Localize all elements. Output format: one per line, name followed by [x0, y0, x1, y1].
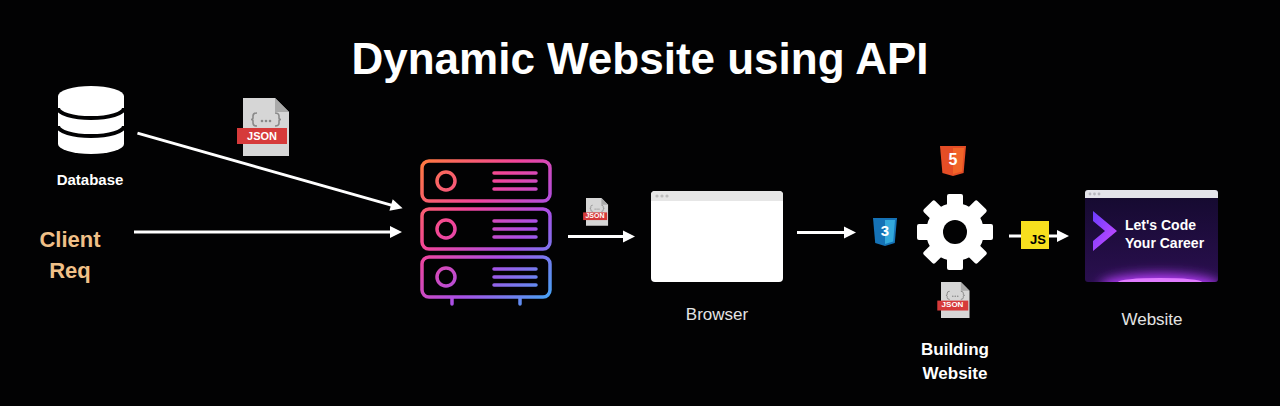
gear-icon-part — [943, 220, 967, 244]
css3-logo-part — [873, 218, 897, 246]
gear-icon-part — [966, 199, 987, 220]
json-file-icon — [937, 282, 969, 318]
json-file-icon — [237, 98, 289, 156]
text-slot: Database — [40, 170, 140, 190]
website-screenshot — [1085, 190, 1220, 298]
gear-icon-part — [979, 224, 993, 240]
node-label: Website — [1078, 309, 1226, 331]
arrow-connector — [797, 227, 856, 239]
build-step-node: Building Website — [868, 145, 1042, 393]
label-slot: JSON — [237, 128, 287, 144]
gear-icon-part — [922, 199, 943, 220]
browser-window-part — [665, 194, 668, 197]
database-icon-part — [58, 86, 124, 154]
node-label: Building Website — [900, 338, 1010, 386]
screen-headline: Let's Code Your Career — [1125, 216, 1213, 252]
arrowhead — [1057, 230, 1069, 242]
gear-icon — [917, 194, 993, 270]
website-screenshot-part — [1098, 193, 1101, 196]
website-screenshot-part — [1093, 193, 1096, 196]
text-slot: Building Website — [900, 338, 1010, 386]
gear-icon-part — [966, 243, 987, 264]
html5-logo — [940, 146, 966, 176]
browser-window-part — [651, 191, 783, 282]
server-icon-part — [494, 173, 536, 285]
label-slot: JS — [1021, 232, 1046, 248]
database-icon — [58, 86, 124, 154]
website-screenshot-part — [1093, 211, 1117, 251]
text-slot: Let's Code Your Career — [1125, 216, 1213, 252]
browser-window-part — [655, 194, 658, 197]
browser-node: Browser — [640, 188, 794, 330]
logo-mark: 3 — [873, 220, 897, 242]
website-node: Let's Code Your CareerWebsite — [1078, 186, 1226, 335]
server-icon-part — [452, 298, 520, 304]
text-slot: Client Req — [30, 224, 110, 286]
client-request-node: Client Req — [20, 224, 120, 290]
website-screenshot-part — [1085, 190, 1218, 282]
arrowhead — [390, 226, 402, 238]
file-type-tag: JSON — [237, 128, 287, 144]
database-icon-part — [58, 126, 124, 136]
gear-icon-part — [922, 243, 943, 264]
gear-icon-part — [917, 224, 931, 240]
css3-logo — [873, 218, 897, 246]
server-icon-part — [437, 172, 455, 190]
node-label: Database — [40, 170, 140, 190]
website-screenshot-part — [1089, 193, 1092, 196]
connector-line — [134, 231, 392, 234]
browser-window — [651, 191, 783, 282]
browser-window-part — [660, 194, 663, 197]
gear-icon-part — [947, 256, 963, 270]
label-slot: 3 — [873, 220, 897, 242]
arrowhead — [389, 199, 402, 211]
node-label: Browser — [640, 304, 794, 326]
node-label: Client Req — [30, 224, 110, 286]
connector-line — [568, 235, 625, 238]
label-slot: 5 — [940, 149, 966, 171]
server-node — [418, 158, 554, 306]
gear-icon-part — [947, 194, 963, 208]
connector-line — [797, 231, 846, 234]
html5-logo-part — [940, 146, 966, 176]
server-icon-part — [437, 220, 455, 238]
website-screenshot-part-part — [1085, 190, 1218, 198]
diagram-title: Dynamic Website using API — [0, 33, 1280, 85]
text-slot: Browser — [640, 304, 794, 326]
js-logo — [1021, 221, 1049, 249]
arrow-connector — [568, 231, 635, 243]
json-file-icon — [583, 198, 608, 226]
database-icon-part — [58, 108, 124, 118]
title-slot: Dynamic Website using API — [0, 33, 1280, 85]
arrowhead — [623, 231, 635, 243]
server-icon-part — [437, 268, 455, 286]
database-node: Database — [40, 84, 140, 194]
logo-mark: 5 — [940, 149, 966, 171]
label-slot: JSON — [937, 300, 968, 310]
website-screenshot-part — [1085, 190, 1218, 282]
text-slot: Website — [1078, 309, 1226, 331]
website-screenshot-part-part — [1100, 274, 1218, 282]
server-icon — [422, 161, 550, 304]
browser-window-part — [651, 191, 783, 201]
file-type-tag: JSON — [937, 300, 968, 310]
logo-mark: JS — [1021, 232, 1046, 248]
arrowhead — [844, 227, 856, 239]
arrow-connector — [134, 226, 402, 238]
label-slot: JSON — [583, 212, 607, 220]
website-screenshot-part-part — [1118, 278, 1202, 282]
file-type-tag: JSON — [583, 212, 607, 220]
